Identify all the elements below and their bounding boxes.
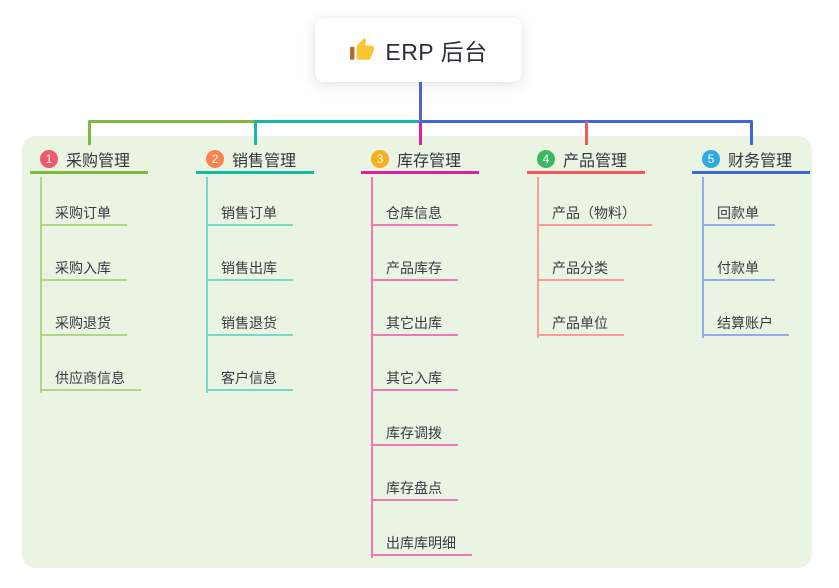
branch-3-title: 库存管理	[397, 153, 462, 170]
root-node[interactable]: ERP 后台	[315, 18, 522, 82]
branch-3-header[interactable]: 3 库存管理	[361, 147, 479, 174]
branch-1-trunk-line	[40, 177, 42, 393]
branch-4-title: 产品管理	[563, 153, 628, 170]
child-node[interactable]: 付款单	[702, 253, 775, 281]
child-node[interactable]: 销售退货	[206, 308, 293, 336]
child-node[interactable]: 回款单	[702, 198, 775, 226]
child-node[interactable]: 客户信息	[206, 363, 293, 391]
branch-4-number-badge: 4	[537, 150, 555, 168]
child-node[interactable]: 供应商信息	[40, 363, 141, 391]
child-node[interactable]: 库存调拨	[371, 418, 458, 446]
child-node[interactable]: 销售出库	[206, 253, 293, 281]
branch-3-number-badge: 3	[371, 150, 389, 168]
child-node[interactable]: 出库库明细	[371, 528, 472, 556]
branch-1-title: 采购管理	[66, 153, 131, 170]
child-node[interactable]: 产品单位	[537, 308, 624, 336]
child-node[interactable]: 库存盘点	[371, 473, 458, 501]
root-title: ERP 后台	[385, 39, 488, 65]
branch-4-trunk-line	[537, 177, 539, 338]
child-node[interactable]: 产品库存	[371, 253, 458, 281]
branch-1-number-badge: 1	[40, 150, 58, 168]
branch-2-trunk-line	[206, 177, 208, 393]
child-node[interactable]: 仓库信息	[371, 198, 458, 226]
child-node[interactable]: 结算账户	[702, 308, 789, 336]
branch-2-number-badge: 2	[206, 150, 224, 168]
thumbs-up-icon	[350, 38, 375, 60]
child-node[interactable]: 产品分类	[537, 253, 624, 281]
branch-5-trunk-line	[702, 177, 704, 338]
branch-5-title: 财务管理	[728, 153, 793, 170]
branch-1-header[interactable]: 1 采购管理	[30, 147, 148, 174]
branch-2-title: 销售管理	[232, 153, 297, 170]
child-node[interactable]: 销售订单	[206, 198, 293, 226]
branch-5-header[interactable]: 5 财务管理	[692, 147, 810, 174]
child-node[interactable]: 其它入库	[371, 363, 458, 391]
branch-4-header[interactable]: 4 产品管理	[527, 147, 645, 174]
child-node[interactable]: 其它出库	[371, 308, 458, 336]
child-node[interactable]: 采购订单	[40, 198, 127, 226]
child-node[interactable]: 采购退货	[40, 308, 127, 336]
branch-3-trunk-line	[371, 177, 373, 558]
branches-panel	[22, 136, 812, 568]
branch-5-number-badge: 5	[702, 150, 720, 168]
child-node[interactable]: 采购入库	[40, 253, 127, 281]
branch-2-header[interactable]: 2 销售管理	[196, 147, 314, 174]
child-node[interactable]: 产品（物料）	[537, 198, 652, 226]
